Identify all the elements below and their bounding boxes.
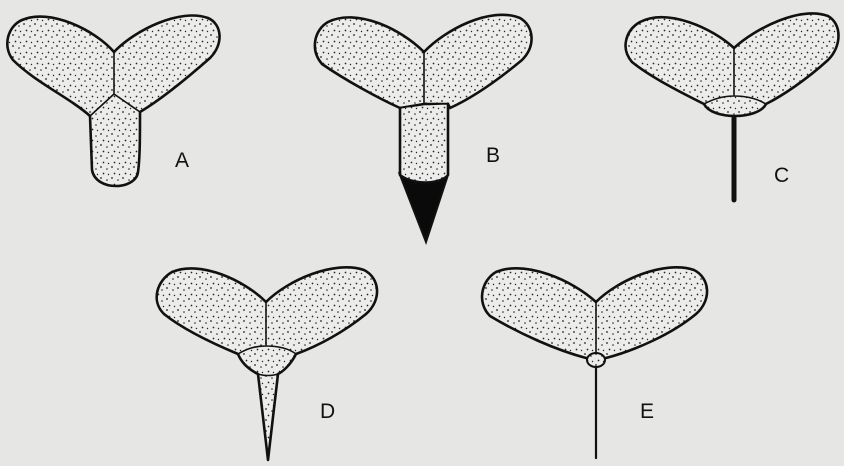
diagram-d: D — [157, 267, 377, 460]
diagram-b-dark-tip — [400, 175, 448, 242]
diagram-d-outline — [157, 267, 377, 460]
diagram-b-stalk-outline — [400, 104, 448, 183]
diagram-c: C — [626, 14, 839, 200]
label-a: A — [175, 149, 189, 172]
diagram-a: A — [7, 16, 219, 186]
label-b: B — [486, 144, 500, 167]
diagram-e-node — [587, 353, 605, 367]
diagram-e-outline — [482, 267, 707, 358]
diagram-b: B — [315, 15, 532, 242]
diagram-c-outline — [626, 14, 839, 116]
label-c: C — [774, 164, 789, 187]
label-e: E — [640, 400, 654, 423]
label-d: D — [320, 400, 335, 423]
diagram-e: E — [482, 267, 707, 458]
